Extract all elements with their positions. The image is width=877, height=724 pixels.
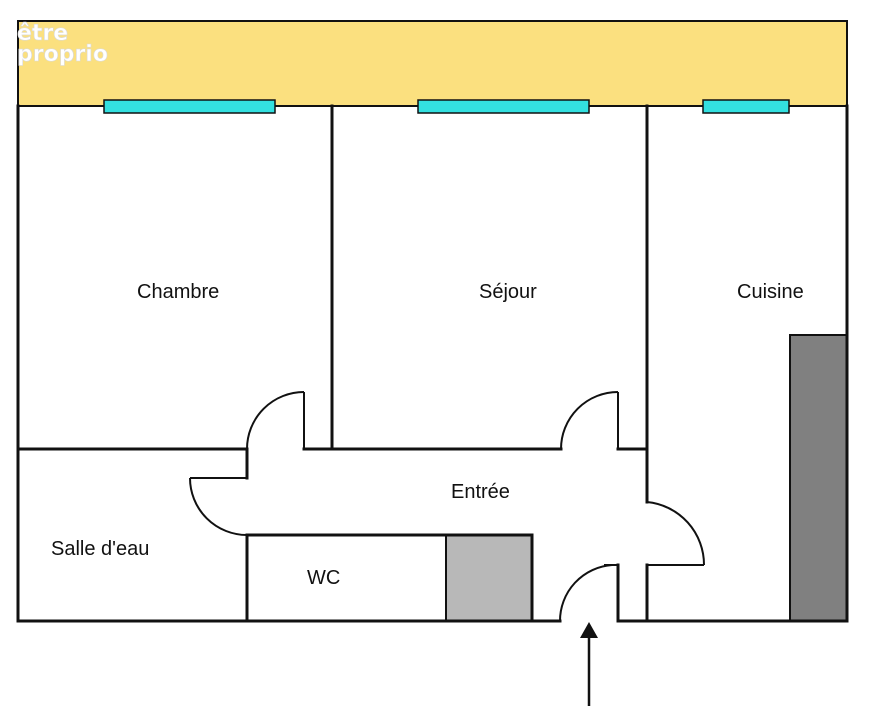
shower-tray	[445, 534, 533, 622]
etre-proprio-logo: être proprio	[17, 21, 109, 68]
room-label-salle-deau: Salle d'eau	[51, 538, 149, 560]
logo-line-2: proprio	[17, 42, 108, 67]
window-sejour	[417, 99, 590, 114]
window-chambre	[103, 99, 276, 114]
door-entrance	[558, 564, 619, 622]
window-cuisine	[702, 99, 790, 114]
entrance-arrow-icon	[580, 622, 598, 706]
door-chambre	[246, 391, 305, 450]
door-sejour	[560, 391, 619, 450]
room-label-chambre: Chambre	[137, 281, 219, 303]
door-salle-deau	[189, 477, 248, 536]
balcony-area	[17, 20, 848, 107]
room-label-wc: WC	[307, 567, 340, 589]
room-label-entree: Entrée	[451, 481, 510, 503]
logo-line-1: être	[17, 21, 68, 46]
walls	[16, 104, 849, 623]
room-label-sejour: Séjour	[479, 281, 537, 303]
kitchen-counter	[789, 334, 848, 622]
room-label-cuisine: Cuisine	[737, 281, 804, 303]
door-cuisine	[646, 501, 706, 566]
